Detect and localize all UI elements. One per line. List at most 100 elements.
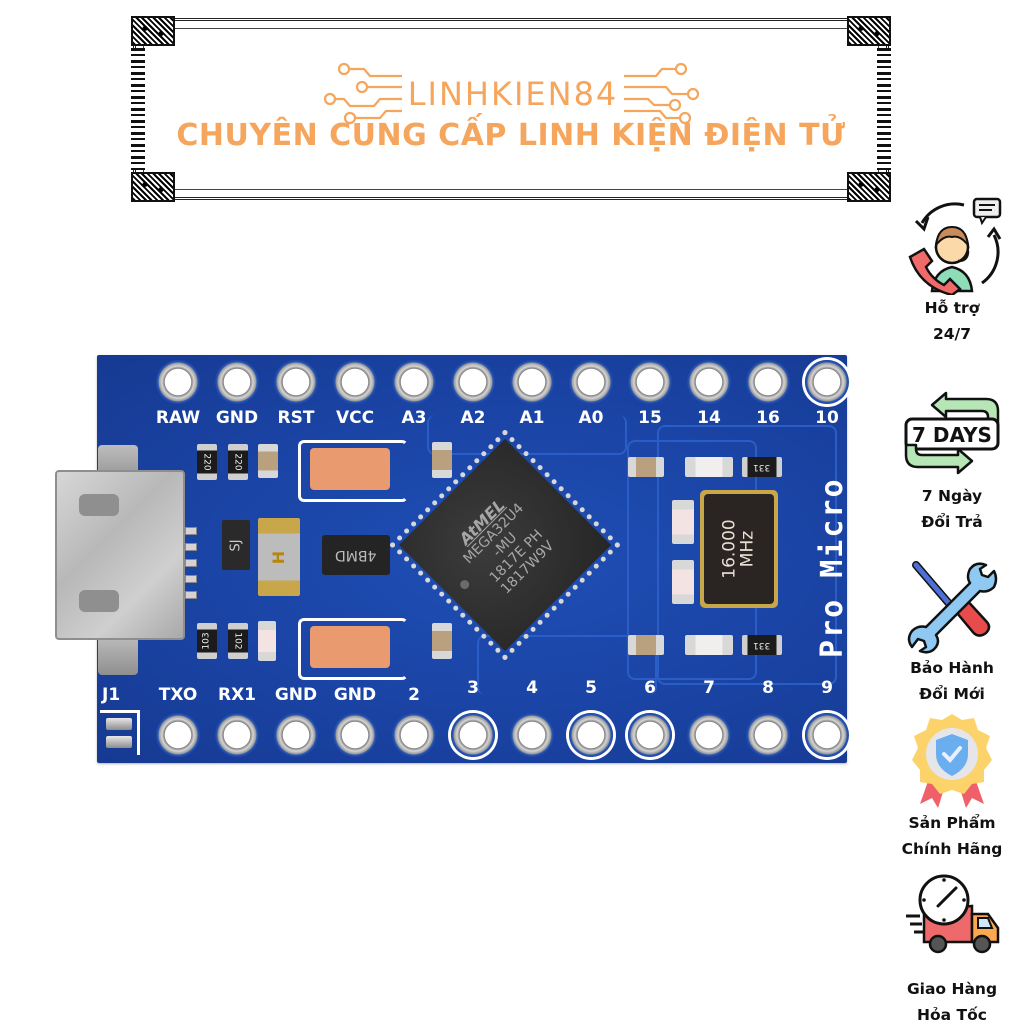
pin-label: TXO (158, 685, 198, 705)
frame-ornament-left (131, 48, 145, 170)
cap-silkscreen (298, 440, 408, 502)
pin-14[interactable] (687, 360, 731, 404)
polyfuse: H (258, 518, 300, 596)
led (685, 635, 733, 655)
jumper-label: J1 (102, 685, 121, 705)
pin-gnd[interactable] (333, 713, 377, 757)
pin-8[interactable] (746, 713, 790, 757)
pin-a0[interactable] (569, 360, 613, 404)
feature-support: Hỗ trợ 24/7 (880, 195, 1024, 347)
circuit-lines-right-icon (624, 62, 700, 125)
pin-label: 7 (703, 678, 715, 698)
capacitor (628, 635, 664, 655)
pin-10[interactable] (805, 360, 849, 404)
pin-3[interactable] (451, 713, 495, 757)
tagline: CHUYÊN CUNG CẤP LINH KIỆN ĐIỆN TỬ (176, 118, 846, 153)
crystal-unit: MHz (737, 530, 758, 568)
pin-a1[interactable] (510, 360, 554, 404)
feature-label: 7 Ngày (921, 487, 983, 505)
feature-return: 7 DAYS 7 Ngày Đổi Trả (880, 383, 1024, 535)
resistor: 102 (228, 623, 248, 659)
usb-pin (185, 527, 197, 535)
pin-label: A0 (578, 408, 604, 428)
crystal-oscillator: 16.000 MHz (700, 490, 778, 608)
jumper-pad[interactable] (106, 718, 132, 730)
brand-logo: LINHKIEN84 (298, 54, 728, 134)
pin-label: RAW (155, 408, 201, 428)
pin-4[interactable] (510, 713, 554, 757)
capacitor (628, 457, 664, 477)
resistor: 331 (742, 457, 782, 477)
genuine-badge-icon (912, 714, 992, 808)
feature-label: Hỗ trợ (924, 299, 980, 317)
pin-label: 10 (815, 408, 839, 428)
feature-warranty: Bảo Hành Đổi Mới (880, 555, 1024, 707)
pin-txo[interactable] (156, 713, 200, 757)
pcb-trace (657, 425, 837, 685)
usb-pin (185, 591, 197, 599)
usb-pin (185, 559, 197, 567)
capacitor (432, 623, 452, 659)
capacitor (672, 500, 694, 544)
pin-9[interactable] (805, 713, 849, 757)
pin-label: 15 (638, 408, 662, 428)
pin-label: GND (333, 685, 377, 705)
board-name: Pro Micro (815, 477, 850, 658)
capacitor (258, 444, 278, 478)
pin-gnd[interactable] (215, 360, 259, 404)
pin-6[interactable] (628, 713, 672, 757)
usb-flange (98, 635, 138, 675)
pin-7[interactable] (687, 713, 731, 757)
usb-pin (185, 543, 197, 551)
usb-tab (79, 590, 119, 612)
pin-rx1[interactable] (215, 713, 259, 757)
tools-warranty-icon (907, 561, 998, 654)
resistor: 103 (197, 623, 217, 659)
pin-vcc[interactable] (333, 360, 377, 404)
pin-label: A2 (460, 408, 486, 428)
pin-a3[interactable] (392, 360, 436, 404)
pin-label: 5 (585, 678, 597, 698)
feature-label: Sản Phẩm (908, 814, 996, 832)
brand-name: LINHKIEN84 (407, 75, 619, 113)
pin-label: RX1 (217, 685, 257, 705)
pin-label: 2 (408, 685, 420, 705)
pin-label: 6 (644, 678, 656, 698)
fast-delivery-truck-icon (906, 874, 1000, 954)
pro-micro-board-image: RAW GND RST VCC A3 A2 A1 A0 15 14 16 10 … (40, 340, 860, 780)
crystal-frequency: 16.000 (719, 519, 740, 579)
pin-label: A3 (401, 408, 427, 428)
tantalum-capacitor (310, 448, 390, 490)
feature-label: 24/7 (932, 325, 972, 343)
circuit-lines-left-icon (323, 62, 402, 125)
ornament-corner-icon (131, 16, 175, 46)
resistor: 331 (742, 635, 782, 655)
micro-usb-port[interactable] (55, 470, 185, 640)
pin-label: 4 (526, 678, 538, 698)
pin-rst[interactable] (274, 360, 318, 404)
pcb-trace (427, 415, 627, 455)
feature-label: Bảo Hành (910, 659, 994, 677)
pin-raw[interactable] (156, 360, 200, 404)
pin-5[interactable] (569, 713, 613, 757)
pin-label: GND (274, 685, 318, 705)
svg-text:7 DAYS: 7 DAYS (912, 423, 992, 447)
usb-pin (185, 575, 197, 583)
pin-2[interactable] (392, 713, 436, 757)
pin-gnd[interactable] (274, 713, 318, 757)
pin-a2[interactable] (451, 360, 495, 404)
feature-label: Giao Hàng (906, 980, 998, 998)
pin-label: 16 (756, 408, 780, 428)
usb-tab (79, 494, 119, 516)
pin-16[interactable] (746, 360, 790, 404)
capacitor (432, 442, 452, 478)
jumper-pad[interactable] (106, 736, 132, 748)
tantalum-capacitor (310, 626, 390, 668)
customer-support-icon (908, 197, 1002, 295)
pin-label: GND (215, 408, 259, 428)
feature-delivery: Giao Hàng Hỏa Tốc (880, 870, 1024, 1024)
resistor: 220 (228, 444, 248, 480)
feature-label: Đổi Trả (921, 513, 983, 531)
feature-genuine: Sản Phẩm Chính Hãng (880, 710, 1024, 862)
pin-15[interactable] (628, 360, 672, 404)
